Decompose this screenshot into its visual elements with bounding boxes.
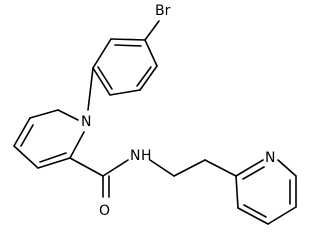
amide-group	[69, 157, 129, 198]
pyrrole-ring	[13, 109, 85, 169]
c-br-bond	[144, 20, 160, 41]
bromophenyl-ring	[92, 38, 158, 96]
bromine-label: Br	[155, 3, 171, 19]
ethyl-linker	[149, 159, 237, 177]
carbonyl-oxygen-label: O	[99, 203, 110, 219]
pyridine-nitrogen-label: N	[265, 150, 275, 166]
pyrrole-nitrogen-label: N	[81, 114, 91, 130]
amide-nitrogen-label: N	[130, 148, 140, 164]
pyridine-ring	[235, 159, 297, 225]
amide-hydrogen-label: H	[141, 148, 152, 164]
aryl-n-bond	[87, 67, 94, 111]
